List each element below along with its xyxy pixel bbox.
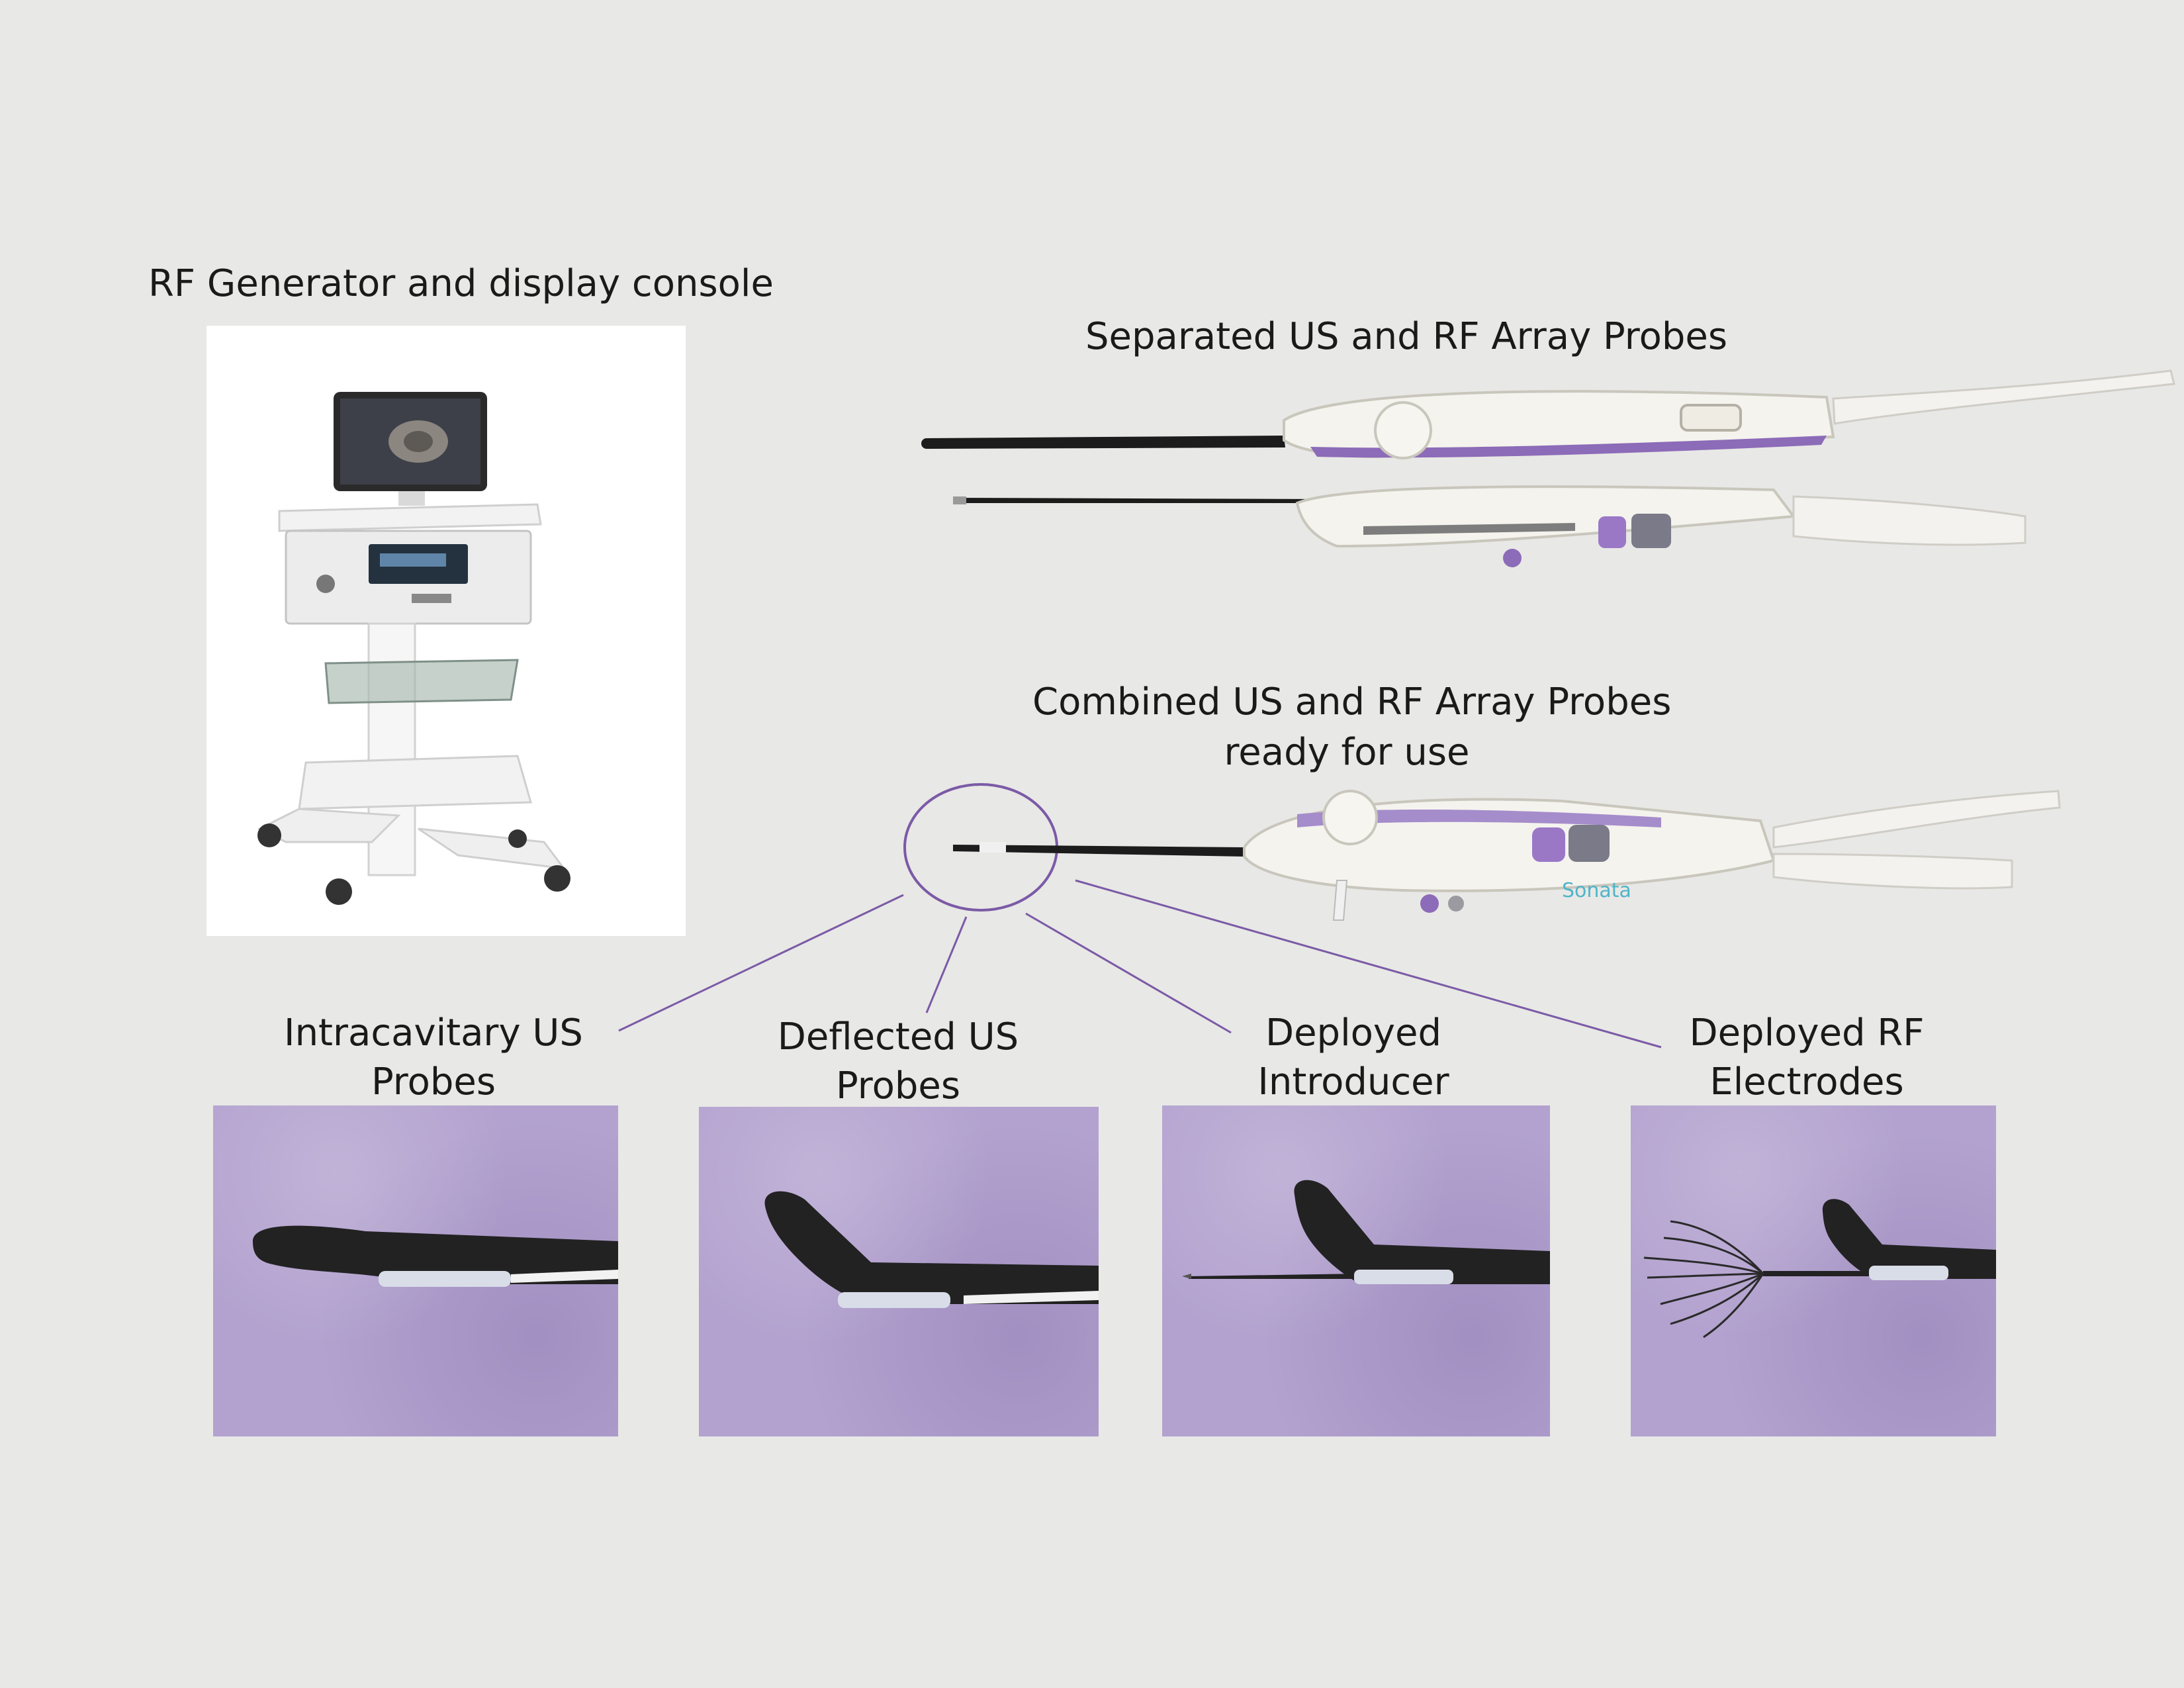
panel-3-caption-line2: Introducer [1257, 1060, 1449, 1103]
combined-probes-title-line2: ready for use [1224, 731, 1470, 774]
separated-probes-illustration [921, 369, 2175, 567]
panel-1-caption-line1: Intracavitary US [284, 1011, 583, 1055]
combined-probes-title-line1: Combined US and RF Array Probes [1032, 680, 1672, 724]
panel-2-caption-line1: Deflected US [777, 1015, 1019, 1058]
panel-4-photo [1631, 1105, 1996, 1436]
combined-brand-mark: Sonata [1562, 879, 1631, 902]
panel-2-caption-line2: Probes [835, 1064, 960, 1107]
deployed-introducer-icon [1182, 1180, 1550, 1284]
rf-array-probe-icon [953, 485, 2026, 567]
panel-3-photo [1162, 1105, 1550, 1436]
panel-2-photo [699, 1107, 1099, 1436]
panel-3-caption-line1: Deployed [1265, 1011, 1442, 1055]
console-photo [206, 326, 686, 936]
combined-probe-illustration: Sonata [903, 783, 2061, 921]
deployed-rf-electrodes-icon [1643, 1199, 1996, 1338]
panel-4-caption-line1: Deployed RF [1689, 1011, 1925, 1055]
separated-probes-title: Separated US and RF Array Probes [1085, 315, 1728, 358]
panel-1-caption-line2: Probes [371, 1060, 496, 1103]
us-probe-icon [921, 369, 2175, 459]
console-title: RF Generator and display console [148, 262, 774, 305]
deflected-probe-tip-icon [764, 1191, 1099, 1308]
panel-1-photo [213, 1105, 618, 1436]
intracavitary-probe-tip-icon [253, 1225, 618, 1287]
rf-generator-cart-icon [257, 392, 570, 905]
panel-4-caption-line2: Electrodes [1709, 1060, 1904, 1103]
